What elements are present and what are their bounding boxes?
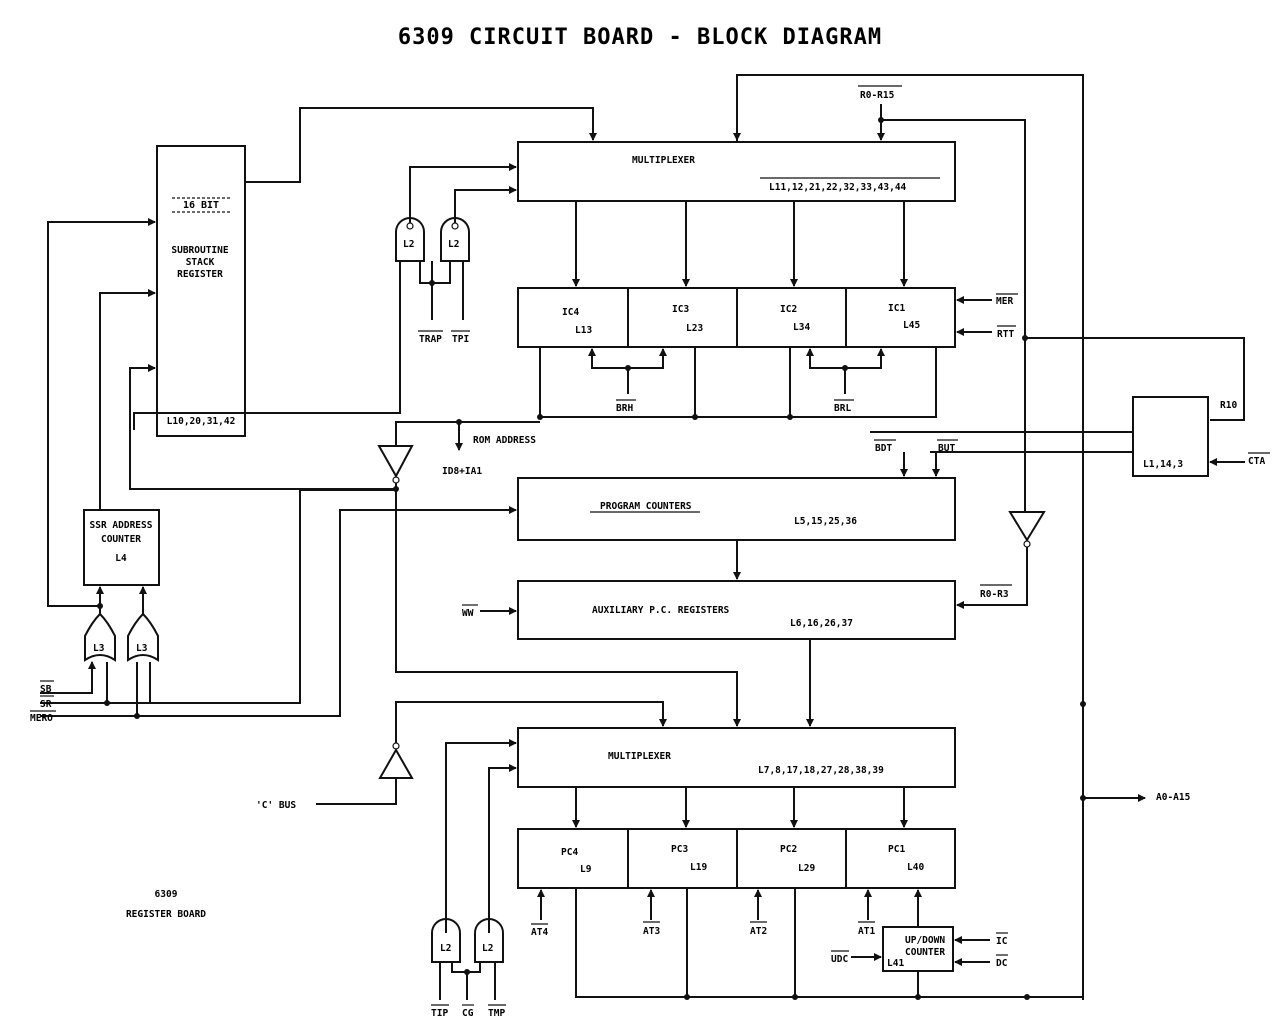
ic1-name: IC1 <box>888 303 905 314</box>
up-down-counter: UP/DOWN COUNTER L41 <box>882 926 954 972</box>
pc-ref: L5,15,25,36 <box>794 516 857 527</box>
top-mux-ref: L11,12,21,22,32,33,43,44 <box>769 182 907 193</box>
pc4-ref: L9 <box>580 864 592 875</box>
pc2-ref: L29 <box>798 863 815 874</box>
gate-label: L2 <box>440 943 451 954</box>
program-counters: PROGRAM COUNTERS L5,15,25,36 <box>517 477 956 541</box>
signal-a0-a15: A0-A15 <box>1156 792 1191 803</box>
board-label: 6309 REGISTER BOARD <box>126 889 206 920</box>
l2-nand-gate-1: L2 <box>395 217 425 262</box>
signal-ic: IC <box>996 936 1008 947</box>
l3-or-gate-2: L3 <box>127 612 159 662</box>
signal-id-ia: ID8+IA1 <box>442 466 482 477</box>
ssr-bits: 16 BIT <box>183 200 219 211</box>
subroutine-stack-register: 16 BIT SUBROUTINE STACK REGISTER L10,20,… <box>156 145 246 437</box>
l3-or-gate-1: L3 <box>84 612 116 662</box>
signal-tmp: TMP <box>488 1008 505 1019</box>
signal-r0-r3: R0-R3 <box>980 589 1009 600</box>
signal-at4: AT4 <box>531 927 548 938</box>
signal-sb: SB <box>40 684 52 695</box>
gate-label: L3 <box>136 643 148 654</box>
ssr-name-1: SUBROUTINE <box>171 245 228 256</box>
signal-at3: AT3 <box>643 926 660 937</box>
ic3-ref: L23 <box>686 323 703 334</box>
signal-brh: BRH <box>616 403 633 414</box>
signal-brl: BRL <box>834 403 851 414</box>
l2-nand-gate-3: L2 <box>431 918 461 963</box>
diagram-title: 6309 CIRCUIT BOARD - BLOCK DIAGRAM <box>398 25 882 50</box>
pc4-name: PC4 <box>561 847 578 858</box>
control-block: L1,14,3 <box>1132 396 1209 477</box>
ic2-name: IC2 <box>780 304 797 315</box>
ic4-ref: L13 <box>575 325 592 336</box>
top-mux-name: MULTIPLEXER <box>632 155 695 166</box>
gate-label: L3 <box>93 643 105 654</box>
aux-name: AUXILIARY P.C. REGISTERS <box>592 605 730 616</box>
signal-but: BUT <box>938 443 955 454</box>
ic1-ref: L45 <box>903 320 920 331</box>
signal-dc: DC <box>996 958 1008 969</box>
auxiliary-pc-registers: AUXILIARY P.C. REGISTERS L6,16,26,37 <box>517 580 956 640</box>
inverter-c-bus <box>378 742 414 779</box>
counter-l1: UP/DOWN <box>905 935 945 946</box>
pc3-ref: L19 <box>690 862 707 873</box>
signal-sr: SR <box>40 699 52 710</box>
signal-rtt: RTT <box>997 329 1014 340</box>
signal-bdt: BDT <box>875 443 892 454</box>
signal-udc: UDC <box>831 954 848 965</box>
signal-mero: MERO <box>30 713 53 724</box>
signal-mer: MER <box>996 296 1013 307</box>
ssr-counter-ref: L4 <box>115 553 127 564</box>
top-multiplexer: MULTIPLEXER L11,12,21,22,32,33,43,44 <box>517 141 956 202</box>
ssr-counter-l2: COUNTER <box>101 534 141 545</box>
signal-at2: AT2 <box>750 926 767 937</box>
signal-r10: R10 <box>1220 400 1237 411</box>
signal-cta: CTA <box>1248 456 1265 467</box>
ic-register-row: IC4 L13 IC3 L23 IC2 L34 IC1 L45 <box>517 287 956 348</box>
l2-nand-gate-4: L2 <box>474 918 504 963</box>
gate-label: L2 <box>403 239 414 250</box>
pc3-name: PC3 <box>671 844 688 855</box>
signal-r0-r15: R0-R15 <box>860 90 895 101</box>
inverter-r0-r3 <box>1008 511 1046 548</box>
bottom-multiplexer: MULTIPLEXER L7,8,17,18,27,28,38,39 <box>517 727 956 788</box>
counter-l2: COUNTER <box>905 947 945 958</box>
board-label-l2: REGISTER BOARD <box>126 909 206 920</box>
ssr-address-counter: SSR ADDRESS COUNTER L4 <box>83 509 160 586</box>
signal-tip: TIP <box>431 1008 448 1019</box>
aux-ref: L6,16,26,37 <box>790 618 853 629</box>
signal-tpi: TPI <box>452 334 469 345</box>
bot-mux-name: MULTIPLEXER <box>608 751 671 762</box>
ic2-ref: L34 <box>793 322 810 333</box>
signal-ww: WW <box>462 608 474 619</box>
ssr-ref: L10,20,31,42 <box>167 416 236 427</box>
inverter-rom <box>377 445 414 484</box>
pc-register-row: PC4 L9 PC3 L19 PC2 L29 PC1 L40 <box>517 828 956 889</box>
ssr-counter-l1: SSR ADDRESS <box>90 520 153 531</box>
ctl-ref: L1,14,3 <box>1143 459 1183 470</box>
signal-c-bus: 'C' BUS <box>256 800 296 811</box>
bot-mux-ref: L7,8,17,18,27,28,38,39 <box>758 765 884 776</box>
ic4-name: IC4 <box>562 307 579 318</box>
pc1-name: PC1 <box>888 844 905 855</box>
pc1-ref: L40 <box>907 862 924 873</box>
signal-cg: CG <box>462 1008 474 1019</box>
ic3-name: IC3 <box>672 304 689 315</box>
pc2-name: PC2 <box>780 844 797 855</box>
gate-label: L2 <box>448 239 459 250</box>
ssr-name-3: REGISTER <box>177 269 223 280</box>
signal-trap: TRAP <box>419 334 442 345</box>
gate-label: L2 <box>482 943 493 954</box>
l2-nand-gate-2: L2 <box>440 217 470 262</box>
pc-name: PROGRAM COUNTERS <box>600 501 692 512</box>
counter-ref: L41 <box>887 958 904 969</box>
signal-rom-address: ROM ADDRESS <box>473 435 536 446</box>
ssr-name-2: STACK <box>186 257 215 268</box>
junction-dots <box>97 117 1086 1000</box>
signal-at1: AT1 <box>858 926 875 937</box>
wires <box>40 74 1245 1000</box>
board-label-l1: 6309 <box>155 889 178 900</box>
signal-labels: R0-R15 MER RTT TRAP TPI BRH BRL ROM ADDR… <box>30 85 1270 1019</box>
